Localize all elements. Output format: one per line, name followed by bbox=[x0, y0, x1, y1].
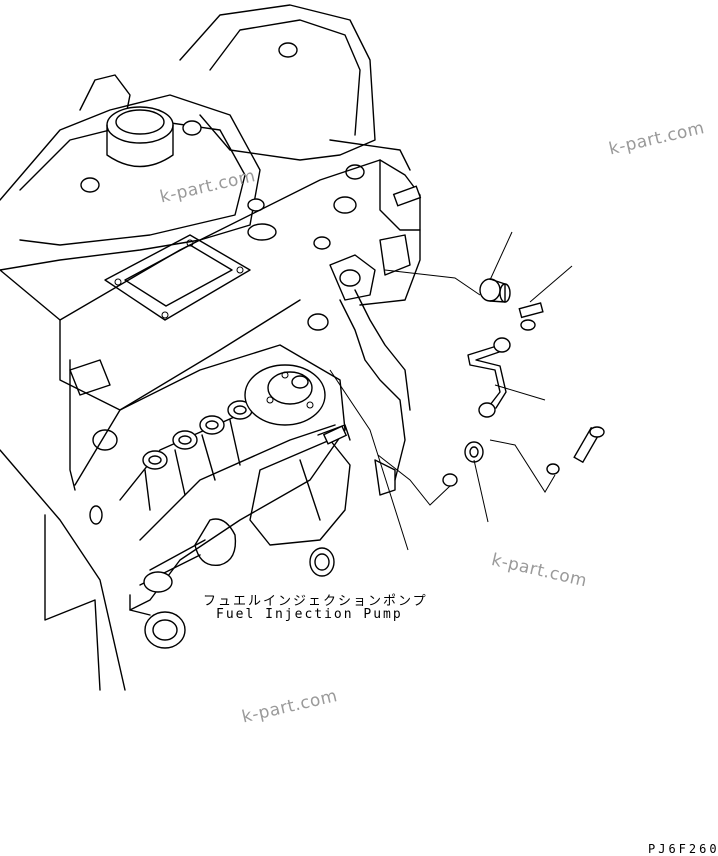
fuel-injection-pump bbox=[74, 344, 351, 649]
feed-pump bbox=[129, 518, 237, 649]
plug-part bbox=[479, 278, 511, 303]
rocker-cover bbox=[0, 4, 376, 271]
drawing-code: PJ6F260 bbox=[648, 842, 718, 856]
pump-plungers bbox=[142, 400, 253, 511]
governor-housing bbox=[244, 364, 326, 426]
part-label-english: Fuel Injection Pump bbox=[216, 607, 403, 622]
engine-side bbox=[0, 359, 126, 691]
fuel-pipe bbox=[467, 337, 511, 418]
connector-part bbox=[518, 302, 544, 331]
banjo-bolt bbox=[573, 426, 605, 464]
blind-plug bbox=[309, 547, 335, 577]
part-label-japanese: フュエルインジェクションポンプ bbox=[203, 594, 428, 609]
leader-lines bbox=[329, 231, 573, 551]
oil-filler-cap bbox=[106, 106, 174, 168]
inspection-plate bbox=[104, 223, 277, 321]
washers bbox=[442, 441, 560, 487]
mount-bolt bbox=[307, 313, 329, 331]
pipe-bracket bbox=[339, 289, 411, 496]
cover-bolts bbox=[80, 42, 365, 250]
